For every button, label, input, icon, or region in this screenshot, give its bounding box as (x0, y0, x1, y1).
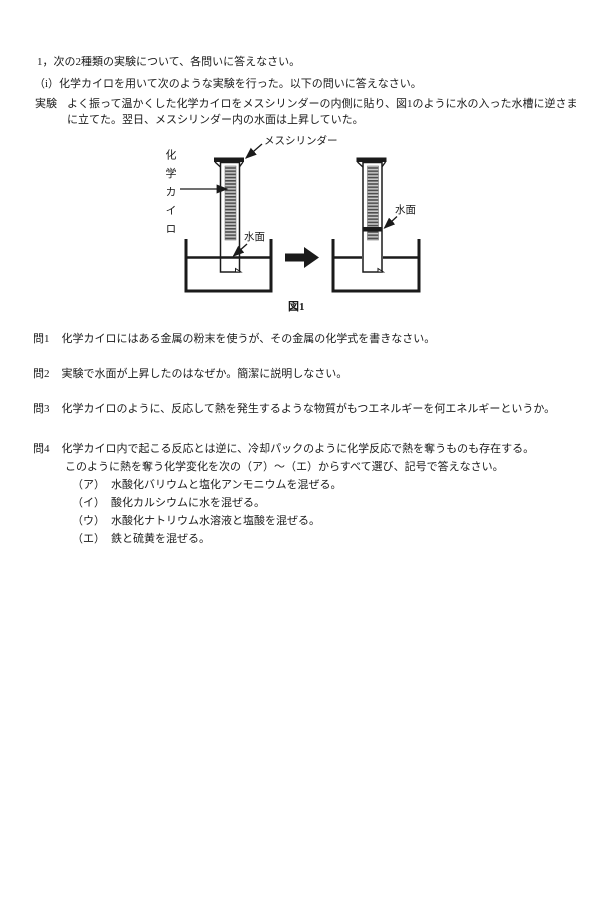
transition-arrow (285, 247, 319, 268)
figure-caption: 図1 (288, 301, 305, 313)
experiment-label: 実験 (35, 98, 57, 110)
question-4: 問4 化学カイロ内で起こる反応とは逆に、冷却パックのように化学反応で熱を奪うもの… (33, 442, 534, 456)
problem-title: 1，次の2種類の実験について、各問いに答えなさい。 (37, 56, 301, 68)
left-water-surface-label: 水面 (244, 232, 265, 243)
choice-i-label: （イ） (72, 497, 105, 509)
left-water-tank (184, 239, 273, 293)
right-water-surface-label: 水面 (395, 205, 416, 216)
question-1-text: 化学カイロにはある金属の粉末を使うが、その金属の化学式を書きなさい。 (61, 333, 436, 345)
left-cylinder-spout (235, 267, 243, 273)
choice-u-text: 水酸化ナトリウム水溶液と塩酸を混ぜる。 (111, 515, 320, 527)
left-water-surface-pointer-arrow (232, 243, 248, 257)
choice-i-text: 酸化カルシウムに水を混ぜる。 (111, 497, 265, 509)
question-4-text-line1: 化学カイロ内で起こる反応とは逆に、冷却パックのように化学反応で熱を奪うものも存在… (61, 443, 535, 455)
question-4-choice-e: （エ） 鉄と硫黄を混ぜる。 (72, 532, 210, 546)
measuring-cylinder-pointer-arrow (245, 143, 263, 159)
right-cylinder-flange (356, 157, 387, 162)
question-2-number: 問2 (33, 368, 50, 380)
sub-instruction: （i）化学カイロを用いて次のような実験を行った。以下の問いに答えなさい。 (34, 78, 422, 90)
question-3-text: 化学カイロのように、反応して熱を発生するような物質がもつエネルギーを何エネルギー… (61, 403, 556, 415)
question-2: 問2 実験で水面が上昇したのはなぜか。簡潔に説明しなさい。 (33, 367, 347, 381)
left-cylinder-flange (214, 157, 244, 162)
choice-e-text: 鉄と硫黄を混ぜる。 (111, 533, 210, 545)
question-4-choice-u: （ウ） 水酸化ナトリウム水溶液と塩酸を混ぜる。 (72, 514, 320, 528)
right-water-surface-pointer-arrow (383, 216, 398, 229)
question-3-number: 問3 (33, 403, 50, 415)
figure-1: メスシリンダー 化学カイロ 水面 水面 図1 (0, 132, 600, 317)
question-3: 問3 化学カイロのように、反応して熱を発生するような物質がもつエネルギーを何エネ… (33, 402, 555, 416)
right-cylinder-spout (377, 267, 386, 273)
apparatus-drawing (180, 143, 421, 293)
experiment-block: 実験 よく振って温かくした化学カイロをメスシリンダーの内側に貼り、図1のように水… (35, 97, 578, 111)
right-risen-water-surface (362, 227, 383, 232)
question-2-text: 実験で水面が上昇したのはなぜか。簡潔に説明しなさい。 (61, 368, 348, 380)
choice-e-label: （エ） (72, 533, 105, 545)
choice-a-text: 水酸化バリウムと塩化アンモニウムを混ぜる。 (111, 479, 342, 491)
question-1-number: 問1 (33, 333, 50, 345)
question-4-text-line2: このように熱を奪う化学変化を次の（ア）～（エ）からすべて選び、記号で答えなさい。 (65, 461, 504, 473)
question-4-number: 問4 (33, 443, 50, 455)
question-1: 問1 化学カイロにはある金属の粉末を使うが、その金属の化学式を書きなさい。 (33, 332, 435, 346)
question-4-choice-a: （ア） 水酸化バリウムと塩化アンモニウムを混ぜる。 (72, 478, 342, 492)
experiment-text-line1: よく振って温かくした化学カイロをメスシリンダーの内側に貼り、図1のように水の入っ… (67, 98, 578, 110)
question-4-choice-i: （イ） 酸化カルシウムに水を混ぜる。 (72, 496, 265, 510)
left-chemical-warmer-strip (224, 165, 237, 241)
choice-a-label: （ア） (72, 479, 105, 491)
chemical-warmer-label: 化学カイロ (164, 149, 176, 242)
measuring-cylinder-label: メスシリンダー (264, 136, 338, 147)
right-water-tank (331, 239, 421, 293)
right-chemical-warmer-strip (367, 165, 379, 241)
choice-u-label: （ウ） (72, 515, 105, 527)
experiment-text-line2: に立てた。翌日、メスシリンダー内の水面は上昇していた。 (67, 114, 364, 126)
